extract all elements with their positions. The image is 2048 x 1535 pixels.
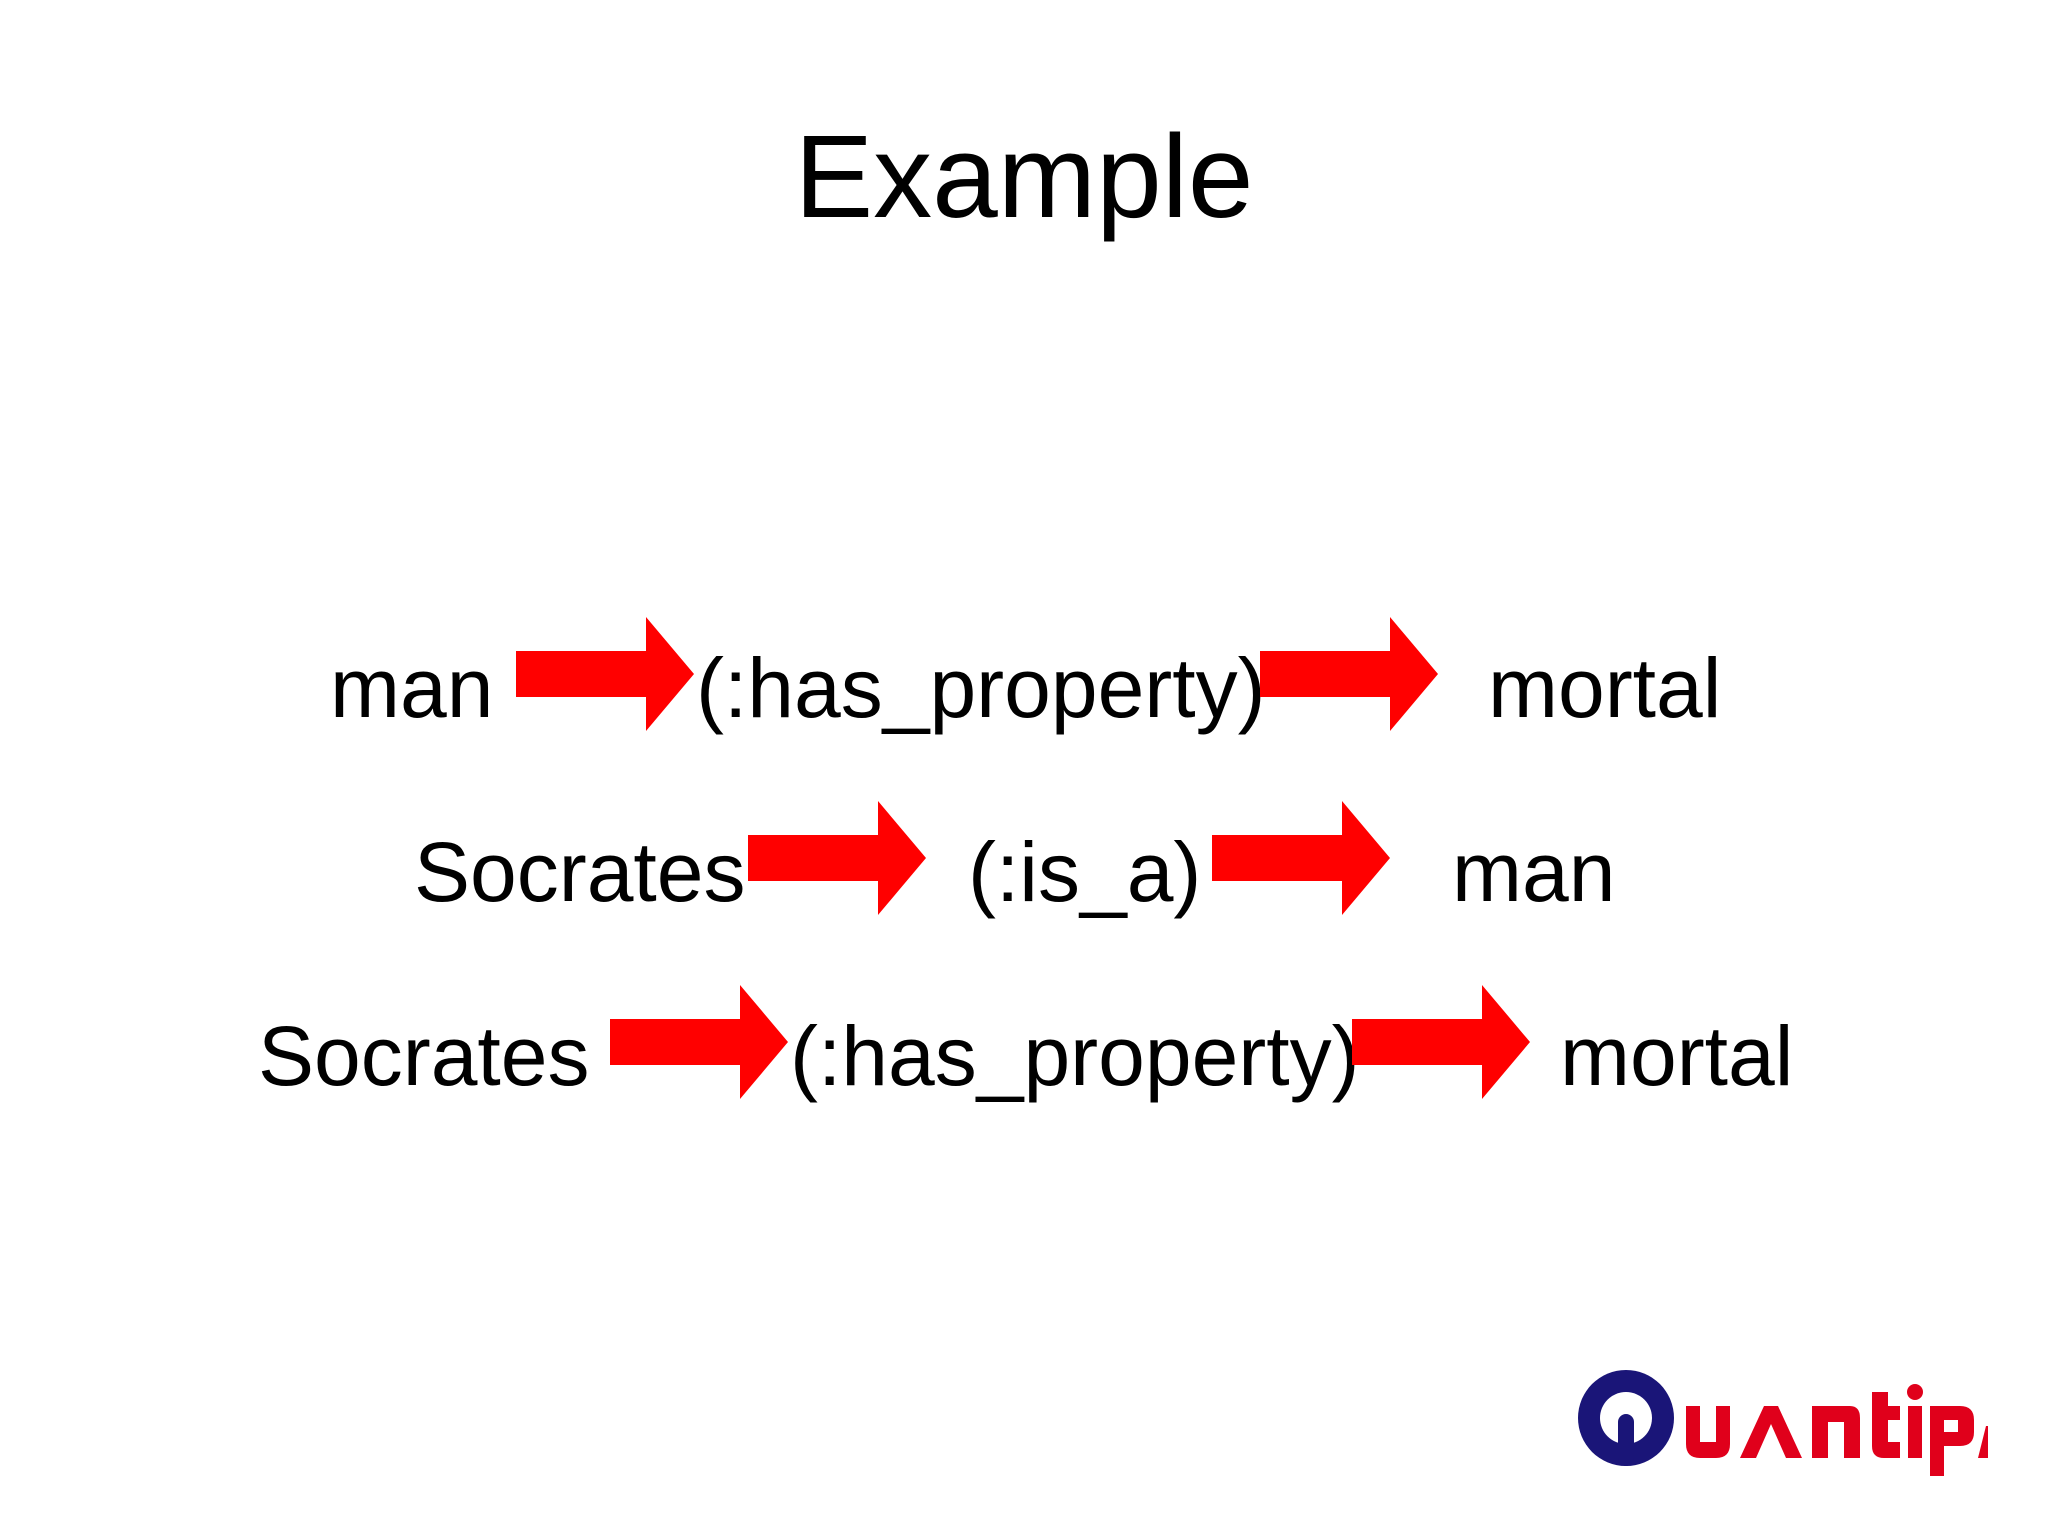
slide-title: Example — [794, 111, 1254, 243]
row-3-object: mortal — [1560, 1009, 1794, 1103]
arrow-icon — [1212, 801, 1390, 915]
row-2-arrow-1 — [748, 801, 926, 915]
row-2-subject: Socrates — [414, 825, 746, 919]
row-2-object: man — [1452, 825, 1616, 919]
row-2-arrow-2 — [1212, 801, 1390, 915]
row-2-relation: (:is_a) — [968, 825, 1202, 919]
row-1-arrow-1 — [516, 617, 694, 731]
row-3-arrow-2 — [1352, 985, 1530, 1099]
row-3-relation: (:has_property) — [790, 1009, 1360, 1103]
row-3-arrow-1 — [610, 985, 788, 1099]
arrow-icon — [748, 801, 926, 915]
row-3-subject: Socrates — [258, 1009, 590, 1103]
arrow-icon — [1260, 617, 1438, 731]
row-1-arrow-2 — [1260, 617, 1438, 731]
row-1-subject: man — [330, 641, 494, 735]
quantips-logo-icon — [1578, 1370, 1988, 1476]
row-1-object: mortal — [1488, 641, 1722, 735]
arrow-icon — [516, 617, 694, 731]
quantips-logo — [1568, 1366, 1988, 1476]
arrow-icon — [1352, 985, 1530, 1099]
arrow-icon — [610, 985, 788, 1099]
row-1-relation: (:has_property) — [696, 641, 1266, 735]
